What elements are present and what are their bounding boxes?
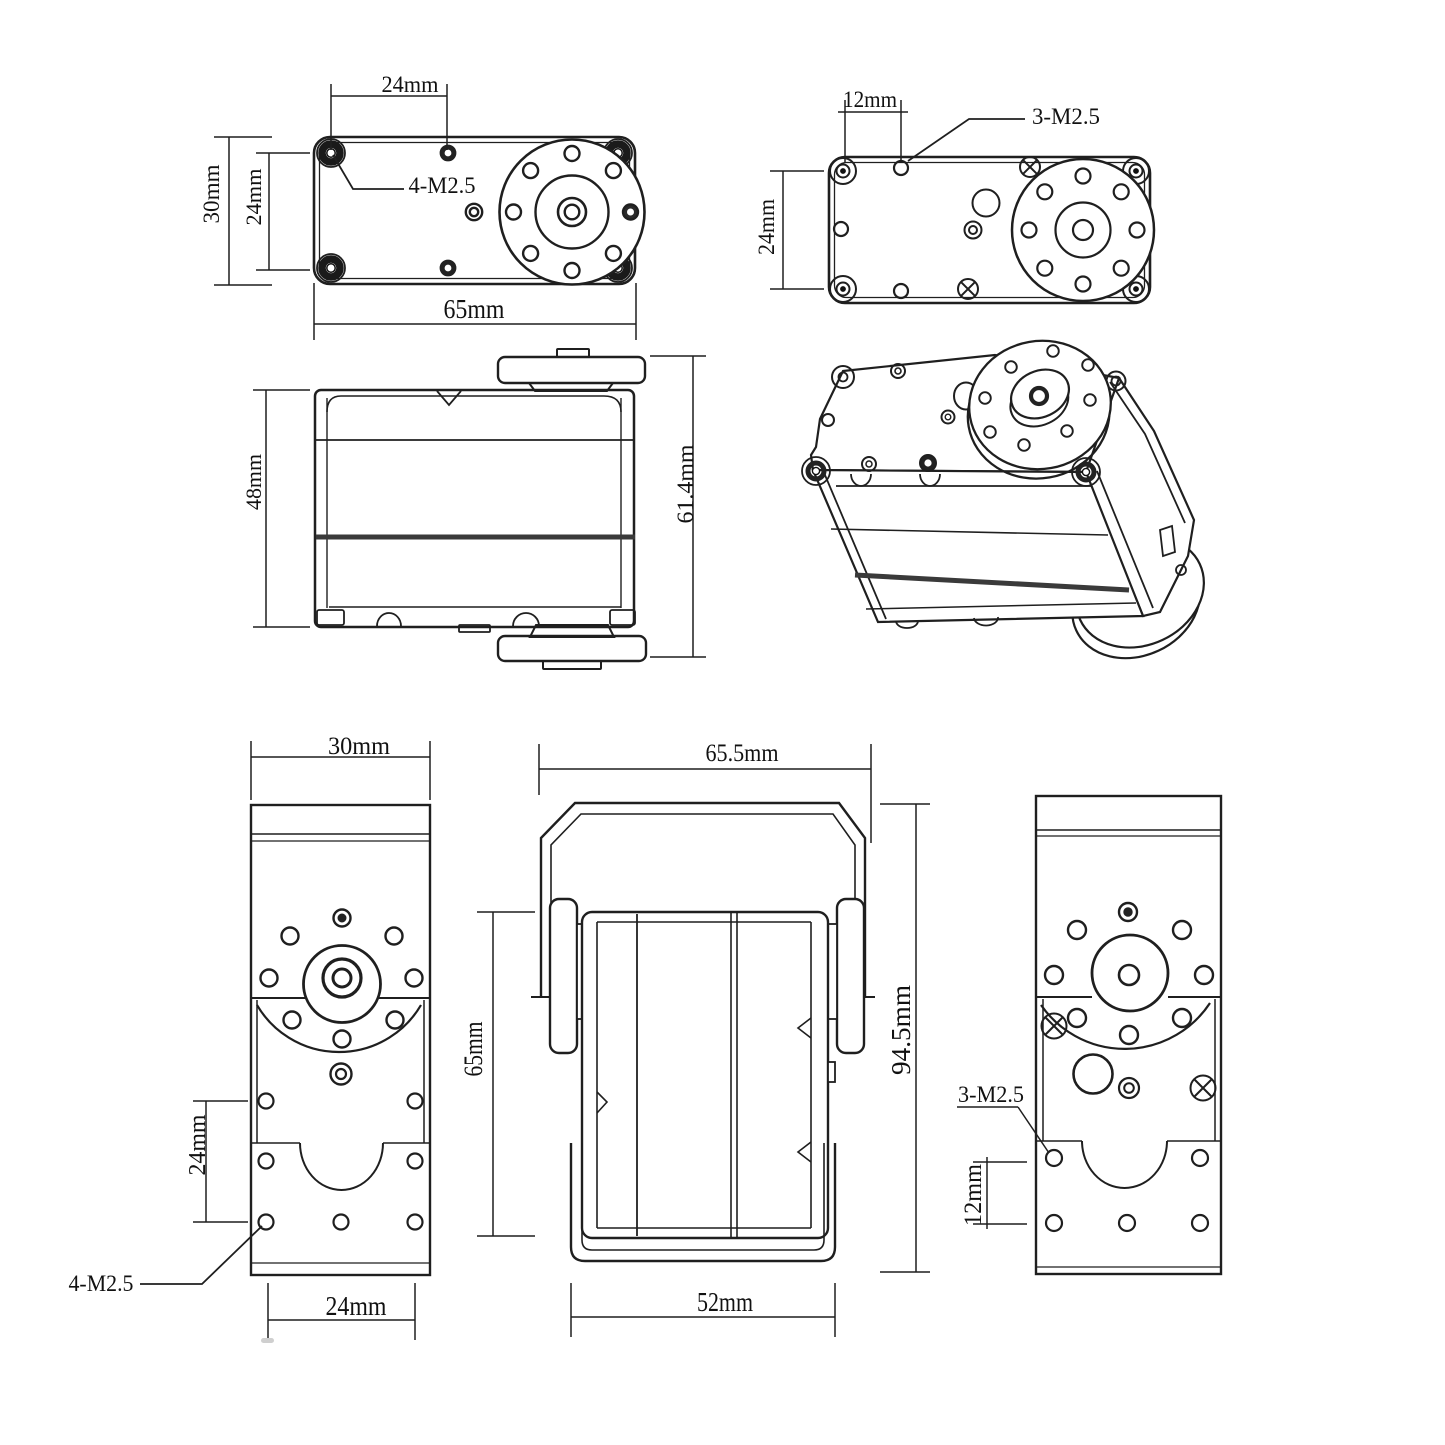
svg-text:30mm: 30mm bbox=[328, 733, 391, 760]
svg-text:24mm: 24mm bbox=[241, 169, 266, 226]
svg-text:4-M2.5: 4-M2.5 bbox=[409, 173, 476, 198]
svg-text:61.4mm: 61.4mm bbox=[673, 444, 698, 523]
svg-text:12mm: 12mm bbox=[843, 87, 897, 112]
svg-text:24mm: 24mm bbox=[326, 1291, 387, 1321]
svg-text:65.5mm: 65.5mm bbox=[706, 740, 779, 767]
svg-text:52mm: 52mm bbox=[697, 1287, 753, 1317]
svg-text:12mm: 12mm bbox=[960, 1163, 987, 1226]
svg-text:65mm: 65mm bbox=[459, 1022, 488, 1077]
svg-text:24mm: 24mm bbox=[382, 72, 439, 97]
svg-text:48mm: 48mm bbox=[241, 454, 266, 510]
svg-text:24mm: 24mm bbox=[754, 199, 779, 255]
svg-text:4-M2.5: 4-M2.5 bbox=[69, 1271, 134, 1296]
svg-text:94.5mm: 94.5mm bbox=[886, 985, 916, 1075]
svg-text:30mm: 30mm bbox=[199, 164, 224, 223]
svg-text:3-M2.5: 3-M2.5 bbox=[958, 1082, 1024, 1107]
svg-text:24mm: 24mm bbox=[185, 1114, 211, 1175]
svg-text:3-M2.5: 3-M2.5 bbox=[1032, 104, 1100, 129]
svg-text:65mm: 65mm bbox=[444, 294, 505, 324]
